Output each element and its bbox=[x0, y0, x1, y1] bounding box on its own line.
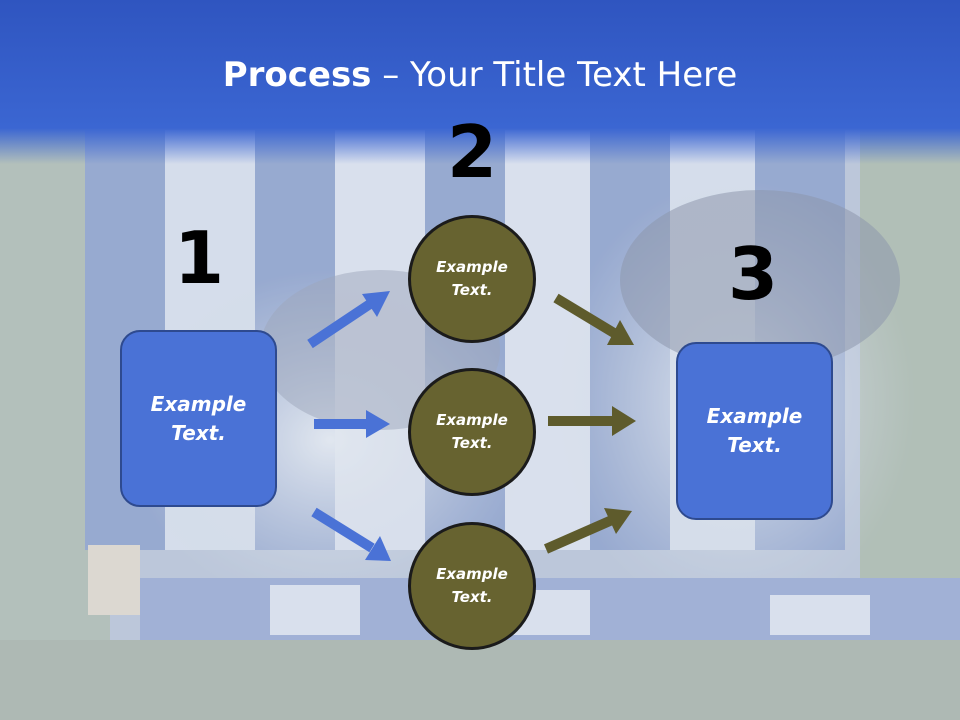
stage-circle-bottom-label: Example Text. bbox=[436, 565, 508, 606]
step-number-2: 2 bbox=[446, 110, 498, 194]
stage-circle-top-label: Example Text. bbox=[436, 258, 508, 299]
stage-circle-bottom[interactable]: Example Text. bbox=[408, 522, 536, 650]
step-3-label: Example Text. bbox=[706, 404, 803, 457]
title-strong: Process bbox=[222, 55, 372, 95]
step-1-box[interactable]: Example Text. bbox=[120, 330, 277, 507]
step-3-box[interactable]: Example Text. bbox=[676, 342, 833, 520]
step-number-1: 1 bbox=[173, 216, 225, 300]
step-number-3: 3 bbox=[727, 232, 779, 316]
stage-circle-top[interactable]: Example Text. bbox=[408, 215, 536, 343]
stage-circle-middle[interactable]: Example Text. bbox=[408, 368, 536, 496]
arrow-box1-to-bottom-circle bbox=[311, 507, 391, 561]
arrow-top-circle-to-box3 bbox=[553, 293, 634, 345]
arrow-middle-circle-to-box3 bbox=[548, 406, 636, 436]
arrow-box1-to-top-circle bbox=[307, 291, 390, 349]
step-1-label: Example Text. bbox=[150, 391, 247, 445]
arrow-box1-to-middle-circle bbox=[314, 410, 390, 438]
stage-circle-middle-label: Example Text. bbox=[436, 411, 508, 452]
arrow-bottom-circle-to-box3 bbox=[543, 508, 632, 554]
title-rest: – Your Title Text Here bbox=[371, 55, 738, 95]
slide-title: Process – Your Title Text Here bbox=[0, 52, 960, 98]
